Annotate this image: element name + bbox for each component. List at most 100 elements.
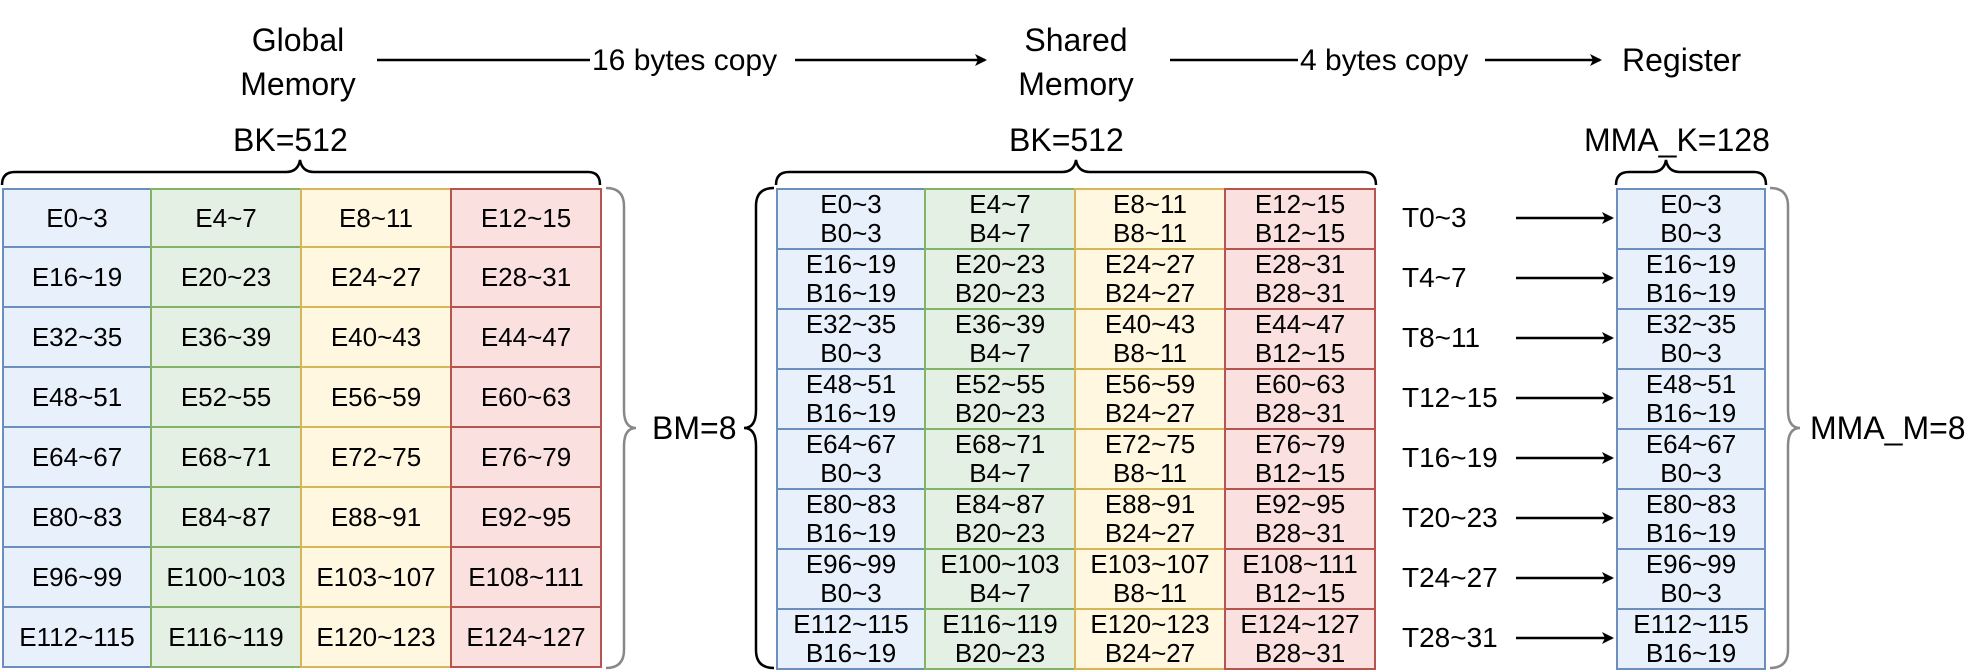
global-cell: E20~23: [150, 246, 302, 308]
shared-cell-line: B24~27: [1104, 398, 1196, 428]
brace-shared-bk: [774, 159, 1378, 186]
global-cell: E44~47: [450, 306, 602, 368]
shared-cell-line: B24~27: [1104, 638, 1196, 668]
shared-cell-line: E12~15: [1254, 189, 1346, 219]
thread-label: T0~3: [1402, 202, 1467, 233]
shared-cell-line: B16~19: [805, 278, 897, 308]
shared-cell-line: E0~3: [820, 189, 882, 219]
register-cell-line: B16~19: [1645, 278, 1737, 308]
global-cell: E4~7: [150, 188, 302, 248]
shared-cell-line: E52~55: [954, 369, 1046, 399]
register-cell-line: E80~83: [1645, 489, 1737, 519]
register-mma-k-label: MMA_K=128: [1584, 122, 1770, 158]
shared-cell-line: E88~91: [1104, 489, 1196, 519]
thread-label: T4~7: [1402, 262, 1467, 293]
register-cell-line: B0~3: [1660, 338, 1722, 368]
shared-cell-line: B0~3: [820, 338, 882, 368]
shared-cell-line: B28~31: [1254, 398, 1346, 428]
thread-label: T28~31: [1402, 622, 1498, 653]
global-cell: E0~3: [2, 188, 152, 248]
shared-cell-line: B28~31: [1254, 278, 1346, 308]
shared-cell-line: B12~15: [1254, 578, 1346, 608]
global-cell: E76~79: [450, 426, 602, 488]
shared-cell-line: E64~67: [805, 429, 897, 459]
global-cell: E24~27: [300, 246, 452, 308]
shared-cell-line: B8~11: [1113, 578, 1187, 608]
shared-cell-line: B4~7: [969, 338, 1031, 368]
thread-label: T20~23: [1402, 502, 1498, 533]
shared-cell-line: B8~11: [1113, 458, 1187, 488]
global-memory-title: Global Memory: [240, 22, 356, 102]
global-cell: E103~107: [300, 546, 452, 608]
shared-cell-line: E28~31: [1254, 249, 1346, 279]
global-cell: E80~83: [2, 486, 152, 548]
shared-cell-line: E76~79: [1254, 429, 1346, 459]
shared-cell-line: E96~99: [805, 549, 897, 579]
shared-cell-line: B12~15: [1254, 218, 1346, 248]
shared-cell-line: B16~19: [805, 398, 897, 428]
global-cell: E56~59: [300, 366, 452, 428]
brace-register-mma-k: [1614, 159, 1768, 186]
register-cell-line: B0~3: [1660, 458, 1722, 488]
global-cell: E96~99: [2, 546, 152, 608]
register-mma-m-label: MMA_M=8: [1810, 410, 1966, 446]
shared-memory-title: Shared Memory: [1018, 22, 1134, 102]
shared-cell-line: B28~31: [1254, 638, 1346, 668]
global-cell: E48~51: [2, 366, 152, 428]
global-cell: E60~63: [450, 366, 602, 428]
global-bm-label: BM=8: [652, 410, 737, 446]
shared-cell-line: B0~3: [820, 218, 882, 248]
global-cell: E40~43: [300, 306, 452, 368]
brace-shared-bm: [743, 186, 775, 670]
shared-cell-line: E124~127: [1240, 609, 1360, 639]
shared-cell-line: E100~103: [940, 549, 1060, 579]
shared-cell-line: E36~39: [954, 309, 1046, 339]
register-cell-line: B16~19: [1645, 638, 1737, 668]
shared-cell-line: E120~123: [1090, 609, 1210, 639]
register-cell-line: E96~99: [1645, 549, 1737, 579]
thread-label: T8~11: [1402, 322, 1481, 353]
copy-label-16-bytes: 16 bytes copy: [592, 44, 778, 77]
global-cell: E88~91: [300, 486, 452, 548]
global-cell: E72~75: [300, 426, 452, 488]
shared-cell-line: E16~19: [805, 249, 897, 279]
shared-cell-line: B20~23: [954, 278, 1046, 308]
shared-cell-line: E108~111: [1242, 549, 1358, 579]
register-cell-line: E32~35: [1645, 309, 1737, 339]
global-cell: E12~15: [450, 188, 602, 248]
shared-cell-line: E32~35: [805, 309, 897, 339]
shared-cell-line: E68~71: [954, 429, 1046, 459]
shared-cell-line: E44~47: [1254, 309, 1346, 339]
brace-global-bm: [605, 186, 637, 670]
thread-label: T12~15: [1402, 382, 1498, 413]
global-bk-label: BK=512: [233, 122, 348, 158]
shared-cell-line: E92~95: [1254, 489, 1346, 519]
register-cell-line: B0~3: [1660, 218, 1722, 248]
thread-label: T24~27: [1402, 562, 1498, 593]
global-cell: E108~111: [450, 546, 602, 608]
thread-label: T16~19: [1402, 442, 1498, 473]
register-cell-line: E112~115: [1633, 609, 1749, 639]
global-cell: E92~95: [450, 486, 602, 548]
shared-cell-line: E8~11: [1113, 189, 1187, 219]
shared-cell-line: B4~7: [969, 218, 1031, 248]
global-cell: E116~119: [150, 606, 302, 668]
